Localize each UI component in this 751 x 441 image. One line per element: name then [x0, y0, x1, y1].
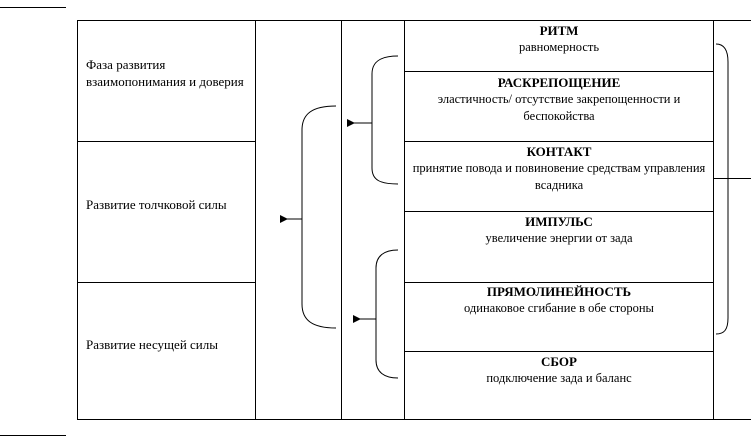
col-line-3 [341, 20, 342, 420]
scale-title: РАСКРЕПОЩЕНИЕ [497, 75, 621, 90]
scale-title: ПРЯМОЛИНЕЙНОСТЬ [486, 284, 632, 299]
scale-cell-impulsion: ИМПУЛЬС увеличение энергии от зада [405, 213, 713, 247]
corner-mark-bottom [0, 435, 66, 436]
phase-label-2: Развитие толчковой силы [86, 197, 227, 212]
col-line-4 [404, 20, 405, 420]
scale-separator-2 [404, 141, 713, 142]
phase-label-1: Фаза развития взаимопонимания и доверия [86, 57, 244, 89]
scale-description: эластичность/ отсутствие закрепощенности… [437, 92, 681, 123]
scale-title: СБОР [541, 354, 577, 369]
right-edge-line [713, 178, 751, 179]
scale-title: КОНТАКТ [526, 144, 592, 159]
bracket-middle [301, 105, 337, 329]
scale-description: одинаковое сгибание в обе стороны [464, 301, 654, 315]
phase-separator-2 [77, 282, 255, 283]
scale-title: ИМПУЛЬС [525, 214, 593, 229]
bracket-upper [371, 55, 399, 185]
bracket-lower [375, 249, 399, 379]
col-line-1 [77, 20, 78, 420]
scale-cell-collection: СБОР подключение зада и баланс [405, 353, 713, 387]
scale-separator-3 [404, 211, 713, 212]
scale-separator-4 [404, 282, 713, 283]
scale-cell-contact: КОНТАКТ принятие повода и повиновение ср… [405, 143, 713, 194]
col-line-5 [713, 20, 714, 420]
phase-label-3: Развитие несущей силы [86, 337, 218, 352]
scale-cell-straightness: ПРЯМОЛИНЕЙНОСТЬ одинаковое сгибание в об… [405, 283, 713, 317]
corner-mark-top [0, 7, 66, 8]
scale-description: принятие повода и повиновение средствам … [412, 161, 706, 192]
table-top-border [77, 20, 751, 21]
scale-separator-5 [404, 351, 713, 352]
bracket-right [715, 43, 729, 335]
scale-title: РИТМ [539, 23, 579, 38]
table-bottom-border [77, 419, 751, 420]
scale-description: подключение зада и баланс [486, 371, 632, 385]
scale-cell-rhythm: РИТМ равномерность [405, 22, 713, 56]
scale-cell-suppleness: РАСКРЕПОЩЕНИЕ эластичность/ отсутствие з… [405, 74, 713, 125]
phase-separator-1 [77, 141, 255, 142]
col-line-2 [255, 20, 256, 420]
scale-description: увеличение энергии от зада [485, 231, 633, 245]
scale-separator-1 [404, 71, 713, 72]
scale-description: равномерность [518, 40, 600, 54]
